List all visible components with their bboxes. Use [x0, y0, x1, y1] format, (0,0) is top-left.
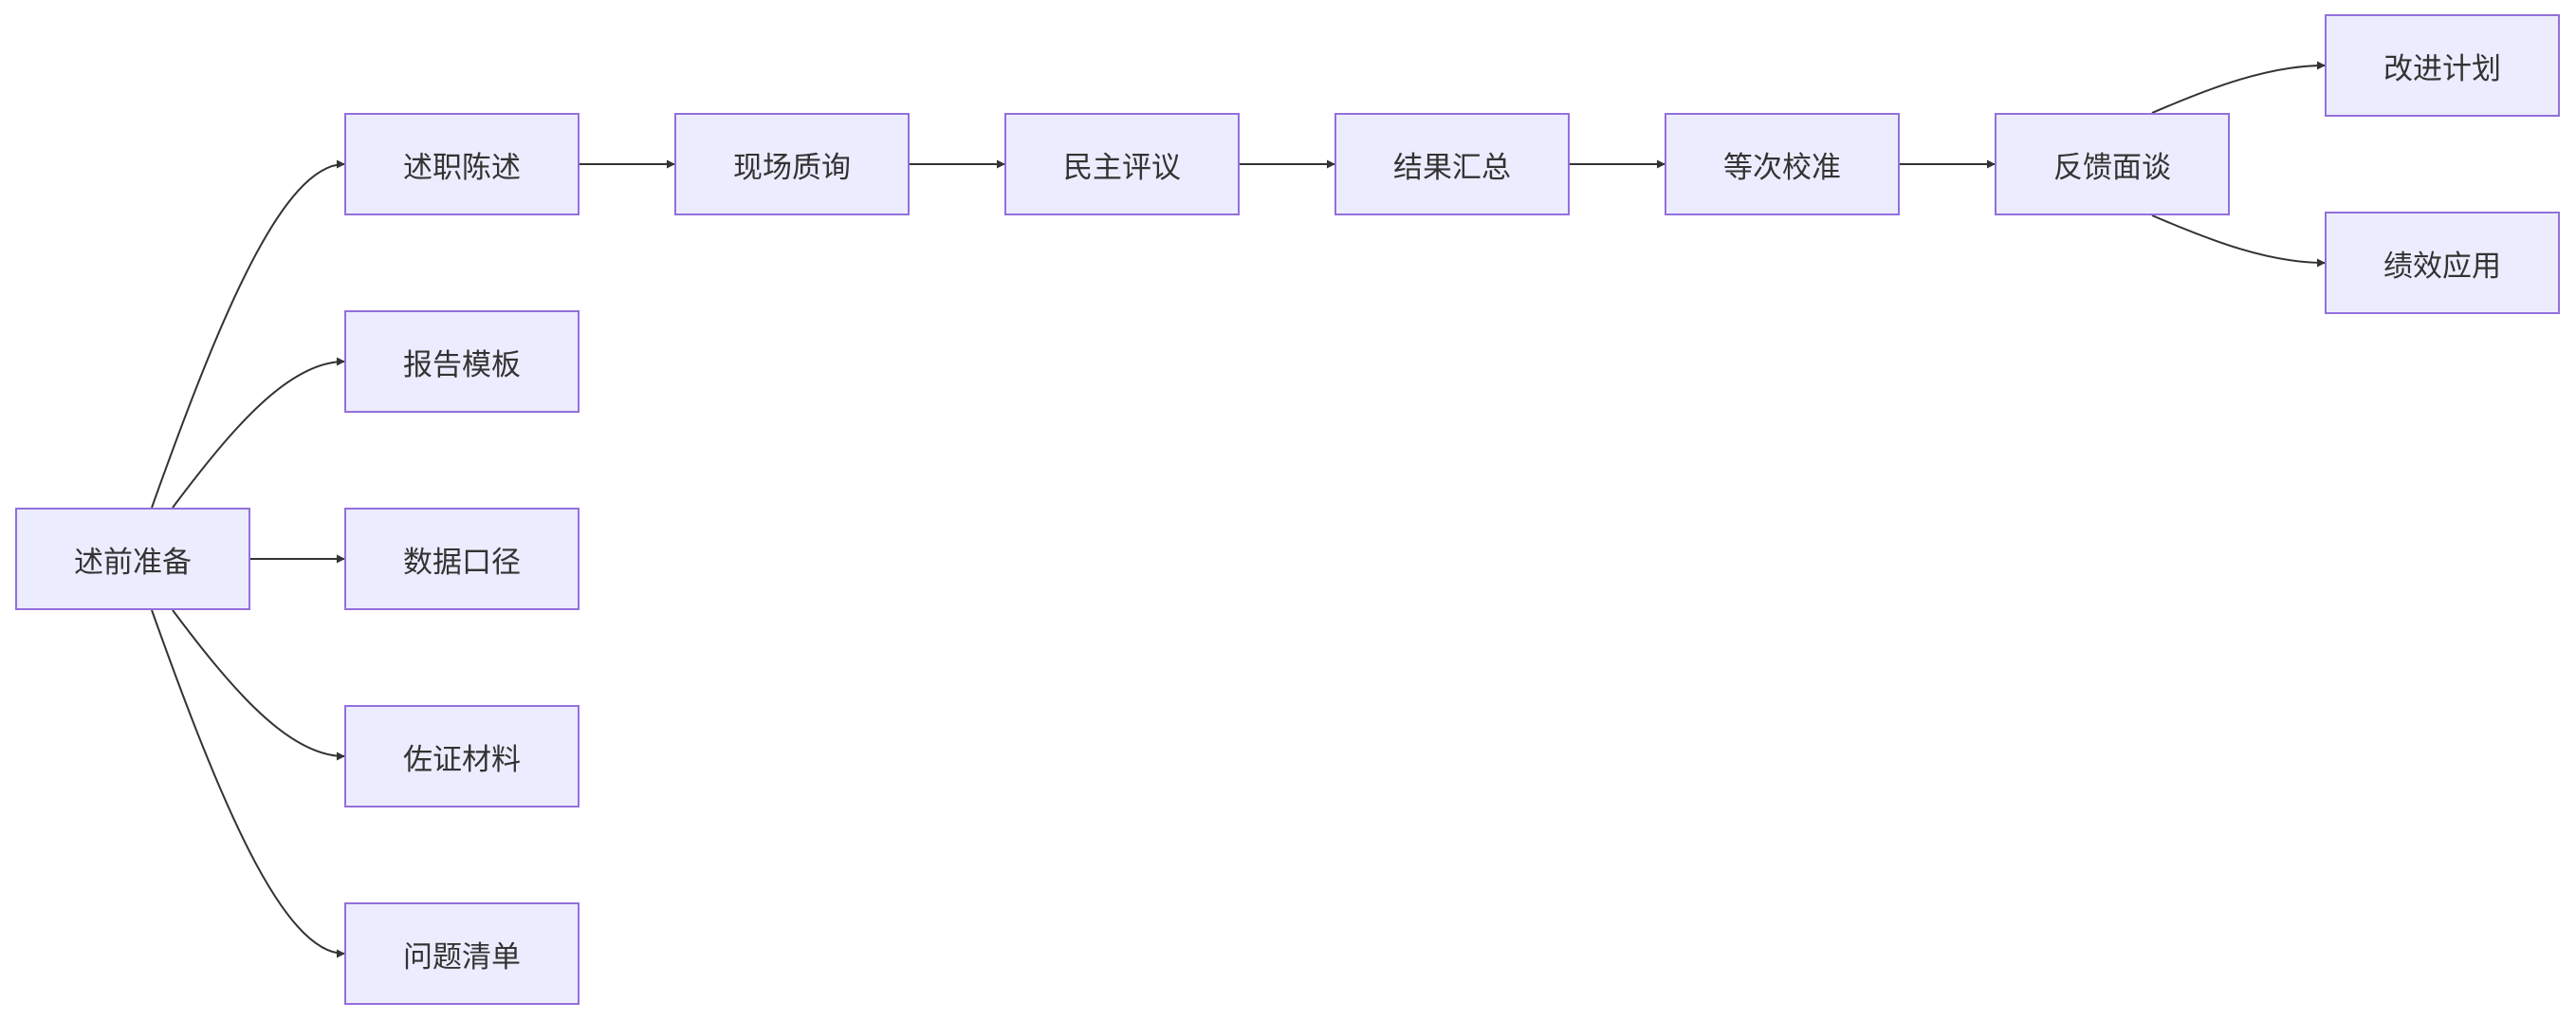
- node-summary: 结果汇总: [1334, 113, 1570, 215]
- node-statement: 述职陈述: [344, 113, 580, 215]
- node-performance-use: 绩效应用: [2325, 212, 2560, 314]
- edge-feedback-to-performance_use: [2151, 214, 2326, 268]
- node-calibration: 等次校准: [1665, 113, 1900, 215]
- node-qa: 现场质询: [674, 113, 910, 215]
- node-report-template: 报告模板: [344, 310, 580, 413]
- node-feedback: 反馈面谈: [1995, 113, 2230, 215]
- node-improvement-plan: 改进计划: [2325, 14, 2560, 117]
- edge-prep-to-report_template: [172, 357, 345, 509]
- node-democratic-review: 民主评议: [1004, 113, 1240, 215]
- node-evidence: 佐证材料: [344, 705, 580, 808]
- node-issue-list: 问题清单: [344, 902, 580, 1005]
- node-data-scope: 数据口径: [344, 508, 580, 610]
- node-prep: 述前准备: [15, 508, 250, 610]
- edge-prep-to-statement: [151, 159, 345, 509]
- edge-feedback-to-improvement_plan: [2151, 61, 2326, 114]
- edge-prep-to-issue_list: [151, 609, 345, 958]
- edge-prep-to-evidence: [172, 609, 345, 761]
